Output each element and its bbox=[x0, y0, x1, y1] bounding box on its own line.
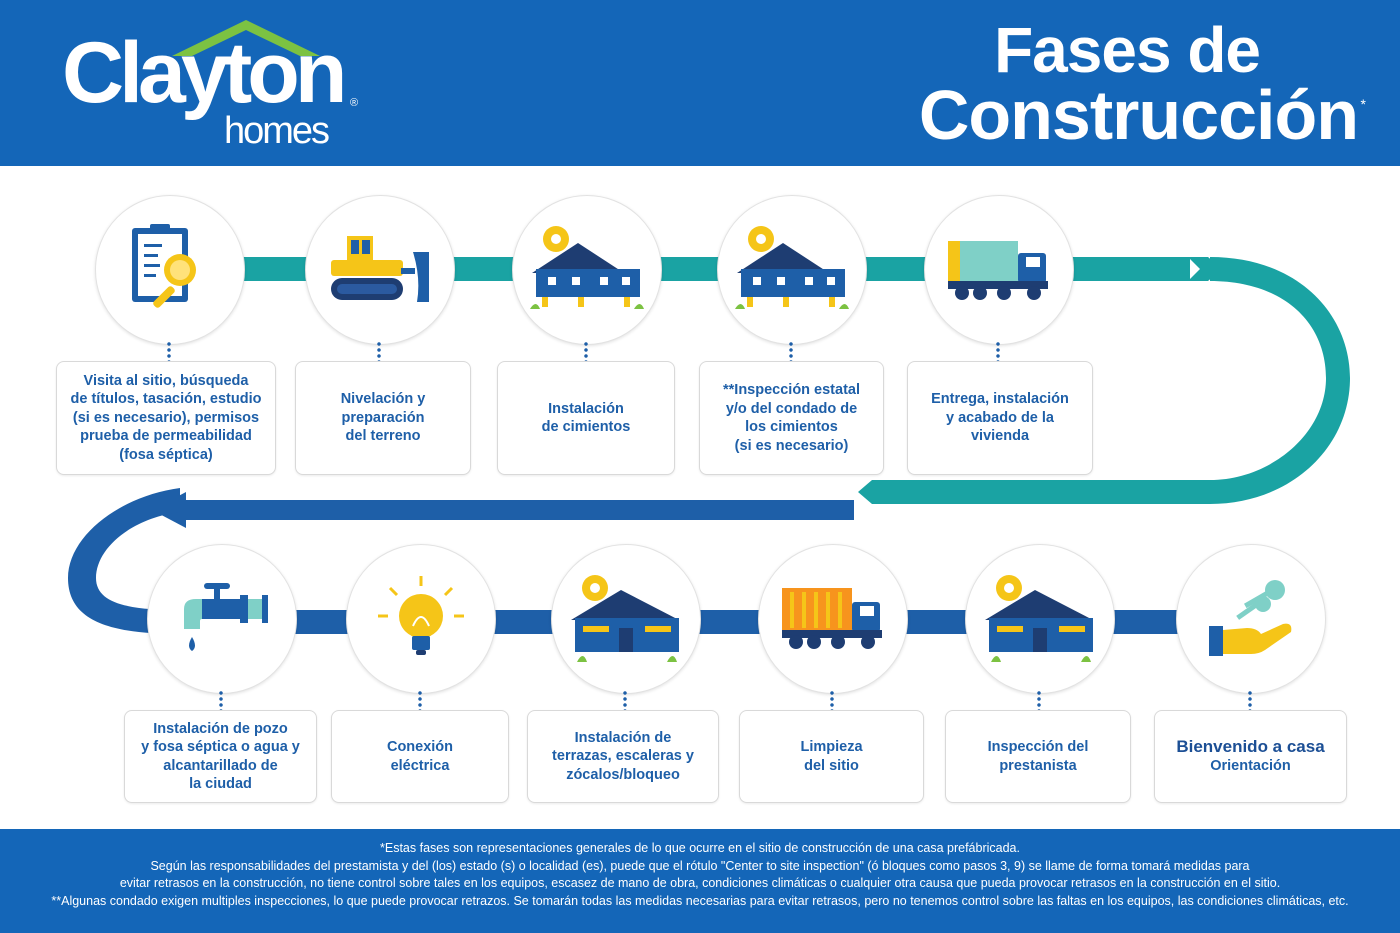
step-9-line-1: Limpieza bbox=[800, 739, 863, 755]
light-bulb-icon bbox=[378, 576, 464, 655]
step-6-circle bbox=[147, 544, 297, 694]
step-8-card: Instalación de terrazas, escaleras y zóc… bbox=[527, 710, 719, 803]
step-7-card: Conexión eléctrica bbox=[331, 710, 509, 803]
step-7-line-2: eléctrica bbox=[390, 757, 450, 774]
registered-mark: ® bbox=[350, 97, 359, 109]
step-6-line-3: alcantarillado de bbox=[163, 757, 278, 774]
title-asterisk: * bbox=[1360, 96, 1366, 112]
step-4-line-1: **Inspección estatal bbox=[723, 382, 860, 398]
step-1-line-3: (si es necesario), permisos bbox=[72, 409, 260, 426]
step-5-line-2: y acabado de la bbox=[946, 409, 1054, 426]
step-4-line-3: los cimientos bbox=[745, 419, 838, 435]
footer-line-2: Según las responsabilidades del prestami… bbox=[150, 858, 1250, 873]
step-4-line-4: (si es necesario) bbox=[734, 437, 849, 454]
step-8-line-3: zócalos/bloqueo bbox=[566, 766, 680, 783]
step-6-line-2: y fosa séptica o agua y bbox=[141, 739, 300, 755]
step-9-connector bbox=[830, 690, 834, 716]
header-banner: Clayton ® homes Fases de Construcción * bbox=[0, 0, 1400, 166]
step-5-card: Entrega, instalación y acabado de la viv… bbox=[907, 361, 1093, 475]
step-4-circle bbox=[717, 195, 867, 345]
step-9-card: Limpieza del sitio bbox=[739, 710, 924, 803]
step-1-card: Visita al sitio, búsqueda de títulos, ta… bbox=[56, 361, 276, 475]
step-8-line-2: terrazas, escaleras y bbox=[552, 748, 694, 765]
step-5-line-3: vivienda bbox=[970, 428, 1030, 445]
step-4-line-2: y/o del condado de bbox=[725, 400, 858, 417]
step-2-circle bbox=[305, 195, 455, 345]
step-6-card: Instalación de pozo y fosa séptica o agu… bbox=[124, 710, 317, 803]
step-2-card: Nivelación y preparación del terreno bbox=[295, 361, 471, 475]
step-2-connector bbox=[377, 341, 381, 367]
step-1-circle bbox=[95, 195, 245, 345]
step-5-line-1: Entrega, instalación bbox=[931, 391, 1069, 408]
step-1-line-1: Visita al sitio, búsqueda bbox=[83, 372, 249, 389]
step-11-circle bbox=[1176, 544, 1326, 694]
step-7-circle bbox=[346, 544, 496, 694]
roof-logo-icon bbox=[172, 20, 320, 56]
step-11-card: Bienvenido a casa Orientación bbox=[1154, 710, 1347, 803]
step-7-line-1: Conexión bbox=[386, 739, 454, 755]
footer-disclaimer: *Estas fases son representaciones genera… bbox=[0, 829, 1400, 933]
step-7-connector bbox=[418, 690, 422, 716]
step-2-line-3: del terreno bbox=[345, 428, 421, 445]
step-10-connector bbox=[1037, 690, 1041, 716]
step-3-circle bbox=[512, 195, 662, 345]
step-10-line-2: prestanista bbox=[999, 757, 1077, 774]
footer-line-3: evitar retrasos en la construcción, no t… bbox=[119, 876, 1281, 890]
footer-line-4: **Algunas condado exigen multiples inspe… bbox=[51, 893, 1349, 908]
page-title-line2: Construcción bbox=[918, 76, 1359, 154]
step-8-line-1: Instalación de bbox=[574, 729, 672, 746]
clipboard-magnifier-icon bbox=[132, 224, 196, 308]
house-lender-icon bbox=[985, 575, 1093, 662]
step-8-connector bbox=[623, 690, 627, 716]
house-inspection-icon bbox=[735, 226, 849, 309]
step-5-connector bbox=[996, 341, 1000, 367]
house-foundation-icon bbox=[530, 226, 644, 309]
hand-keys-icon bbox=[1209, 580, 1292, 656]
step-6-line-4: la ciudad bbox=[189, 776, 252, 792]
step-11-line-1: Orientación bbox=[1210, 757, 1291, 774]
step-1-connector bbox=[167, 341, 171, 367]
step-3-connector bbox=[584, 341, 588, 367]
step-3-line-2: de cimientos bbox=[541, 419, 631, 435]
step-10-card: Inspección del prestanista bbox=[945, 710, 1131, 803]
step-5-circle bbox=[924, 195, 1074, 345]
step-6-line-1: Instalación de pozo bbox=[153, 720, 288, 737]
page-title-line1: Fases de bbox=[994, 14, 1261, 86]
step-2-line-2: preparación bbox=[341, 409, 425, 426]
step-9-circle bbox=[758, 544, 908, 694]
step-10-circle bbox=[965, 544, 1115, 694]
bulldozer-icon bbox=[331, 236, 429, 302]
step-11-title: Bienvenido a casa bbox=[1176, 737, 1325, 756]
step-3-card: Instalación de cimientos bbox=[497, 361, 675, 475]
brand-name: Clayton bbox=[62, 25, 347, 121]
delivery-truck-icon bbox=[948, 241, 1048, 300]
step-4-card: **Inspección estatal y/o del condado de … bbox=[699, 361, 884, 475]
step-10-line-1: Inspección del bbox=[987, 739, 1089, 755]
step-1-line-5: (fosa séptica) bbox=[119, 446, 213, 463]
dump-truck-icon bbox=[782, 588, 882, 649]
step-2-line-1: Nivelación y bbox=[340, 391, 426, 408]
step-9-line-2: del sitio bbox=[804, 757, 859, 774]
brand-sub: homes bbox=[224, 110, 330, 152]
step-4-connector bbox=[789, 341, 793, 367]
step-3-line-1: Instalación bbox=[548, 400, 624, 417]
step-1-line-2: de títulos, tasación, estudio bbox=[70, 391, 262, 408]
step-1-line-4: prueba de permeabilidad bbox=[80, 428, 252, 445]
house-porch-icon bbox=[571, 575, 679, 662]
footer-line-1: *Estas fases son representaciones genera… bbox=[380, 841, 1020, 855]
step-11-connector bbox=[1248, 690, 1252, 716]
step-8-circle bbox=[551, 544, 701, 694]
step-6-connector bbox=[219, 690, 223, 716]
water-faucet-icon bbox=[184, 583, 268, 651]
